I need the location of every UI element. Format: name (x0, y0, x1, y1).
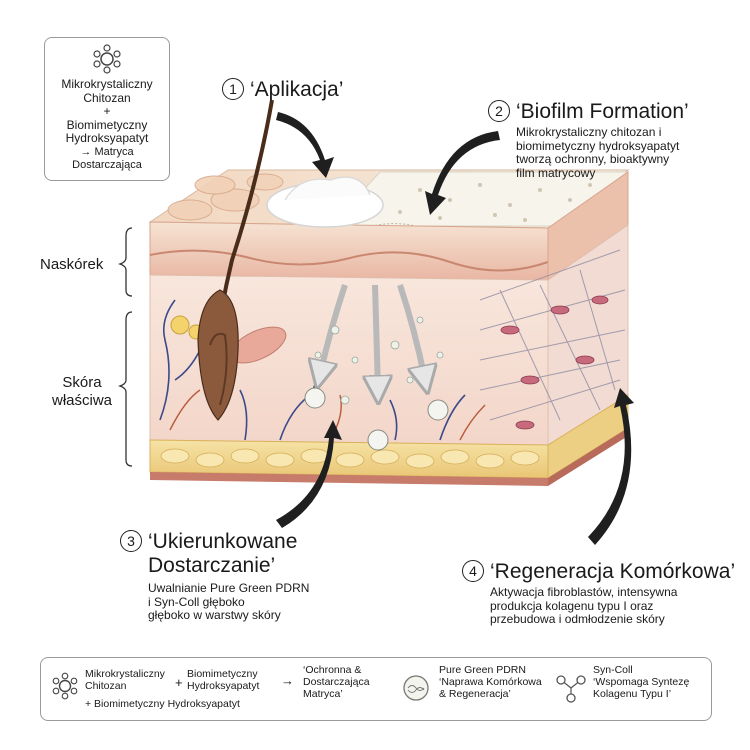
step-1-title: ‘Aplikacja’ (250, 78, 343, 101)
legend-g1-arrow: → (281, 673, 294, 688)
legend-g1-res2: Dostarczająca (303, 676, 370, 688)
legend-g1-l4: Hydroksyapatyt (187, 680, 259, 692)
legend-g1-l1: Mikrokrystaliczny (85, 668, 165, 680)
dermis-label: Skóra właściwa (52, 374, 112, 410)
step-3-title-2: Dostarczanie’ (148, 554, 360, 578)
step-1-number: 1 (222, 78, 244, 100)
step-3-title-1: ‘Ukierunkowane (148, 530, 297, 553)
syn-coll-molecule-icon (553, 670, 587, 704)
step-4-number: 4 (462, 560, 484, 582)
step-4: 4 ‘Regeneracja Komórkowa’ Aktywacja fibro… (462, 560, 742, 627)
legend-g1-l3: Biomimetyczny (187, 668, 259, 680)
pdrn-capsule-icon (401, 673, 431, 703)
bottom-legend-box: Mikrokrystaliczny Chitozan + Biomimetycz… (40, 657, 712, 721)
step-4-desc-2: produkcja kolagenu typu I oraz (490, 600, 742, 614)
step-3-desc-3: głęboko w warstwy skóry (148, 609, 360, 623)
step-2: 2 ‘Biofilm Formation’ Mikrokrystaliczny c… (488, 100, 738, 180)
step-1: 1 ‘Aplikacja’ (222, 78, 343, 102)
dermis-label-1: Skóra (52, 374, 112, 392)
step-4-title: ‘Regeneracja Komórkowa’ (490, 560, 735, 583)
step-2-title: ‘Biofilm Formation’ (516, 100, 689, 123)
epidermis-label: Naskórek (40, 257, 103, 272)
step-3-desc-2: i Syn-Coll głęboko (148, 596, 360, 610)
legend-g2-l2: ‘Naprawa Komórkowa (439, 676, 542, 688)
legend-g2-l3: & Regeneracja’ (439, 688, 542, 700)
legend-g2-l1: Pure Green PDRN (439, 664, 542, 676)
legend-g3-l2: ‘Wspomaga Syntezę (593, 676, 689, 688)
step-3-desc-1: Uwalnianie Pure Green PDRN (148, 582, 360, 596)
step-4-desc-1: Aktywacja fibroblastów, intensywna (490, 586, 742, 600)
legend-g1-bottom: + Biomimetyczny Hydroksyapatyt (85, 698, 240, 710)
step-2-desc-4: film matrycowy (516, 167, 738, 181)
dermis-label-2: właściwa (52, 392, 112, 410)
chitosan-molecule-icon (51, 672, 79, 700)
step-2-desc-3: tworzą ochronny, bioaktywny (516, 153, 738, 167)
step-2-number: 2 (488, 100, 510, 122)
step-2-desc-2: biomimetyczny hydroksyapatyt (516, 140, 738, 154)
step-3-number: 3 (120, 530, 142, 552)
legend-g1-l2: Chitozan (85, 680, 165, 692)
legend-g1-res3: Matryca’ (303, 688, 370, 700)
legend-g1-res1: ‘Ochronna & (303, 664, 370, 676)
step-4-desc-3: przebudowa i odmłodzenie skóry (490, 613, 742, 627)
step-3: 3 ‘Ukierunkowane Dostarczanie’ Uwalnianie… (120, 530, 360, 623)
legend-g1-plus: + (175, 675, 183, 690)
legend-g3-l3: Kolagenu Typu I’ (593, 688, 689, 700)
legend-g3-l1: Syn-Coll (593, 664, 689, 676)
step-2-desc-1: Mikrokrystaliczny chitozan i (516, 126, 738, 140)
